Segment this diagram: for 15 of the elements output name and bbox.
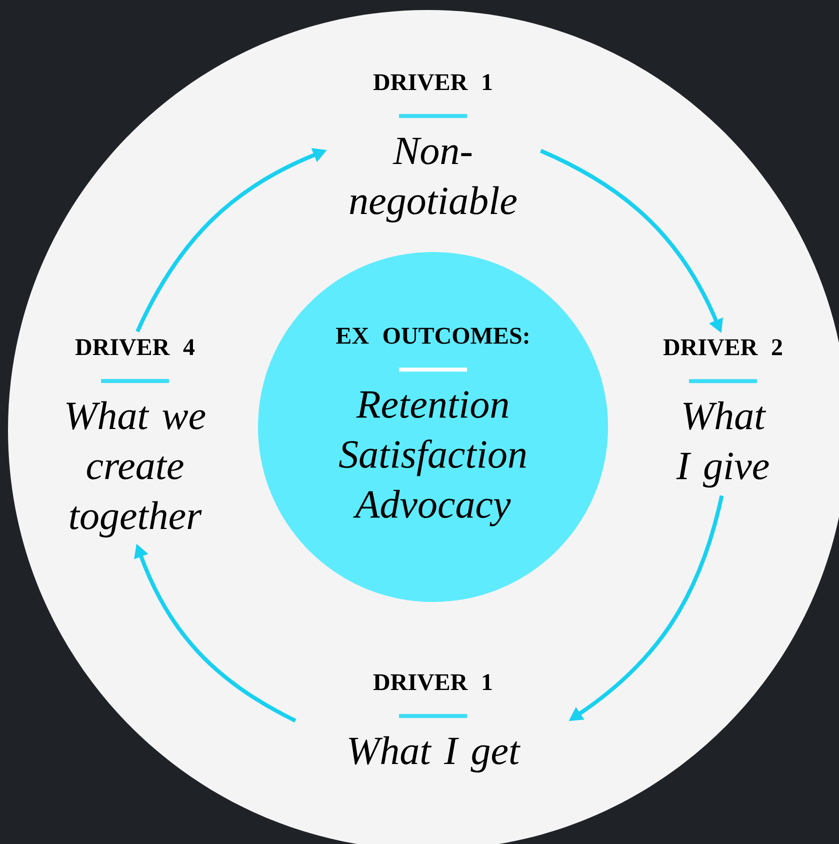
outcome-circle (258, 252, 608, 602)
driver-label (349, 674, 520, 773)
driver-text: What I get (349, 736, 520, 773)
driver-text: Non-negotiable (350, 138, 517, 223)
driver-label (66, 339, 206, 538)
heading: DRIVER 2 (663, 339, 782, 356)
outcome-list: Retention Satisfaction Advocacy (339, 391, 526, 526)
heading: DRIVER 1 (373, 74, 492, 90)
driver-label (663, 339, 782, 488)
heading: DRIVER 1 (373, 674, 492, 690)
driver-text: What I give (676, 401, 769, 488)
heading: DRIVER 4 (75, 339, 195, 356)
driver-text: What we create together (66, 401, 206, 538)
driver-label (350, 74, 517, 223)
heading: EX OUTCOMES: (336, 328, 528, 344)
